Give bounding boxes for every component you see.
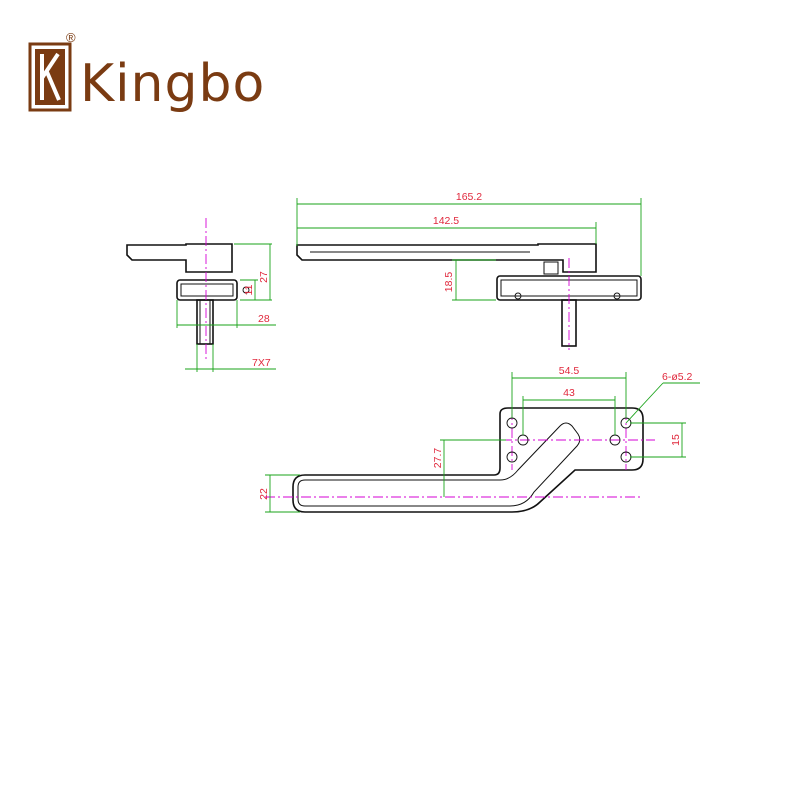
- dim-grip-width: 22: [258, 488, 270, 500]
- dim-spindle: 7X7: [252, 357, 271, 369]
- kingbo-logo-mark-icon: [28, 42, 72, 112]
- dim-hole-spacing-outer: 54.5: [559, 365, 580, 377]
- dim-lever-length: 142.5: [433, 215, 459, 227]
- dim-base-width: 28: [258, 313, 270, 325]
- side-view-screw-hole: [242, 286, 250, 294]
- top-view-handle-inner: [297, 422, 581, 507]
- dim-hole-spacing-inner: 43: [563, 387, 575, 399]
- dim-bend-height: 27.7: [432, 448, 444, 469]
- dim-offset-height: 18.5: [443, 272, 455, 293]
- side-view-lever: [126, 243, 233, 273]
- dim-hole-vertical: 15: [670, 434, 682, 446]
- front-view-lever: [296, 243, 597, 273]
- front-view-hole-left: [514, 292, 522, 300]
- top-view-handle-outline: [292, 407, 644, 513]
- mount-hole-2: [506, 451, 518, 463]
- top-view: 54.5 43 6-ø5.2 15 27.7 22: [258, 365, 700, 513]
- brand-name: Kingbo: [80, 54, 266, 114]
- front-view: 165.2 142.5 18.5: [296, 191, 642, 350]
- side-view-base-inner: [180, 283, 234, 297]
- side-view-base: [176, 279, 238, 301]
- side-view: 27 11 28 7X7: [126, 218, 276, 372]
- front-view-hole-right: [613, 292, 621, 300]
- brand-logo: ® Kingbo: [28, 30, 264, 120]
- dim-overall-length: 165.2: [456, 191, 482, 203]
- dim-side-height: 27: [258, 271, 270, 283]
- registered-mark: ®: [66, 30, 76, 45]
- side-view-spindle: [196, 299, 214, 345]
- dim-holes: 6-ø5.2: [662, 371, 693, 383]
- dim-base-thickness: 11: [243, 284, 255, 295]
